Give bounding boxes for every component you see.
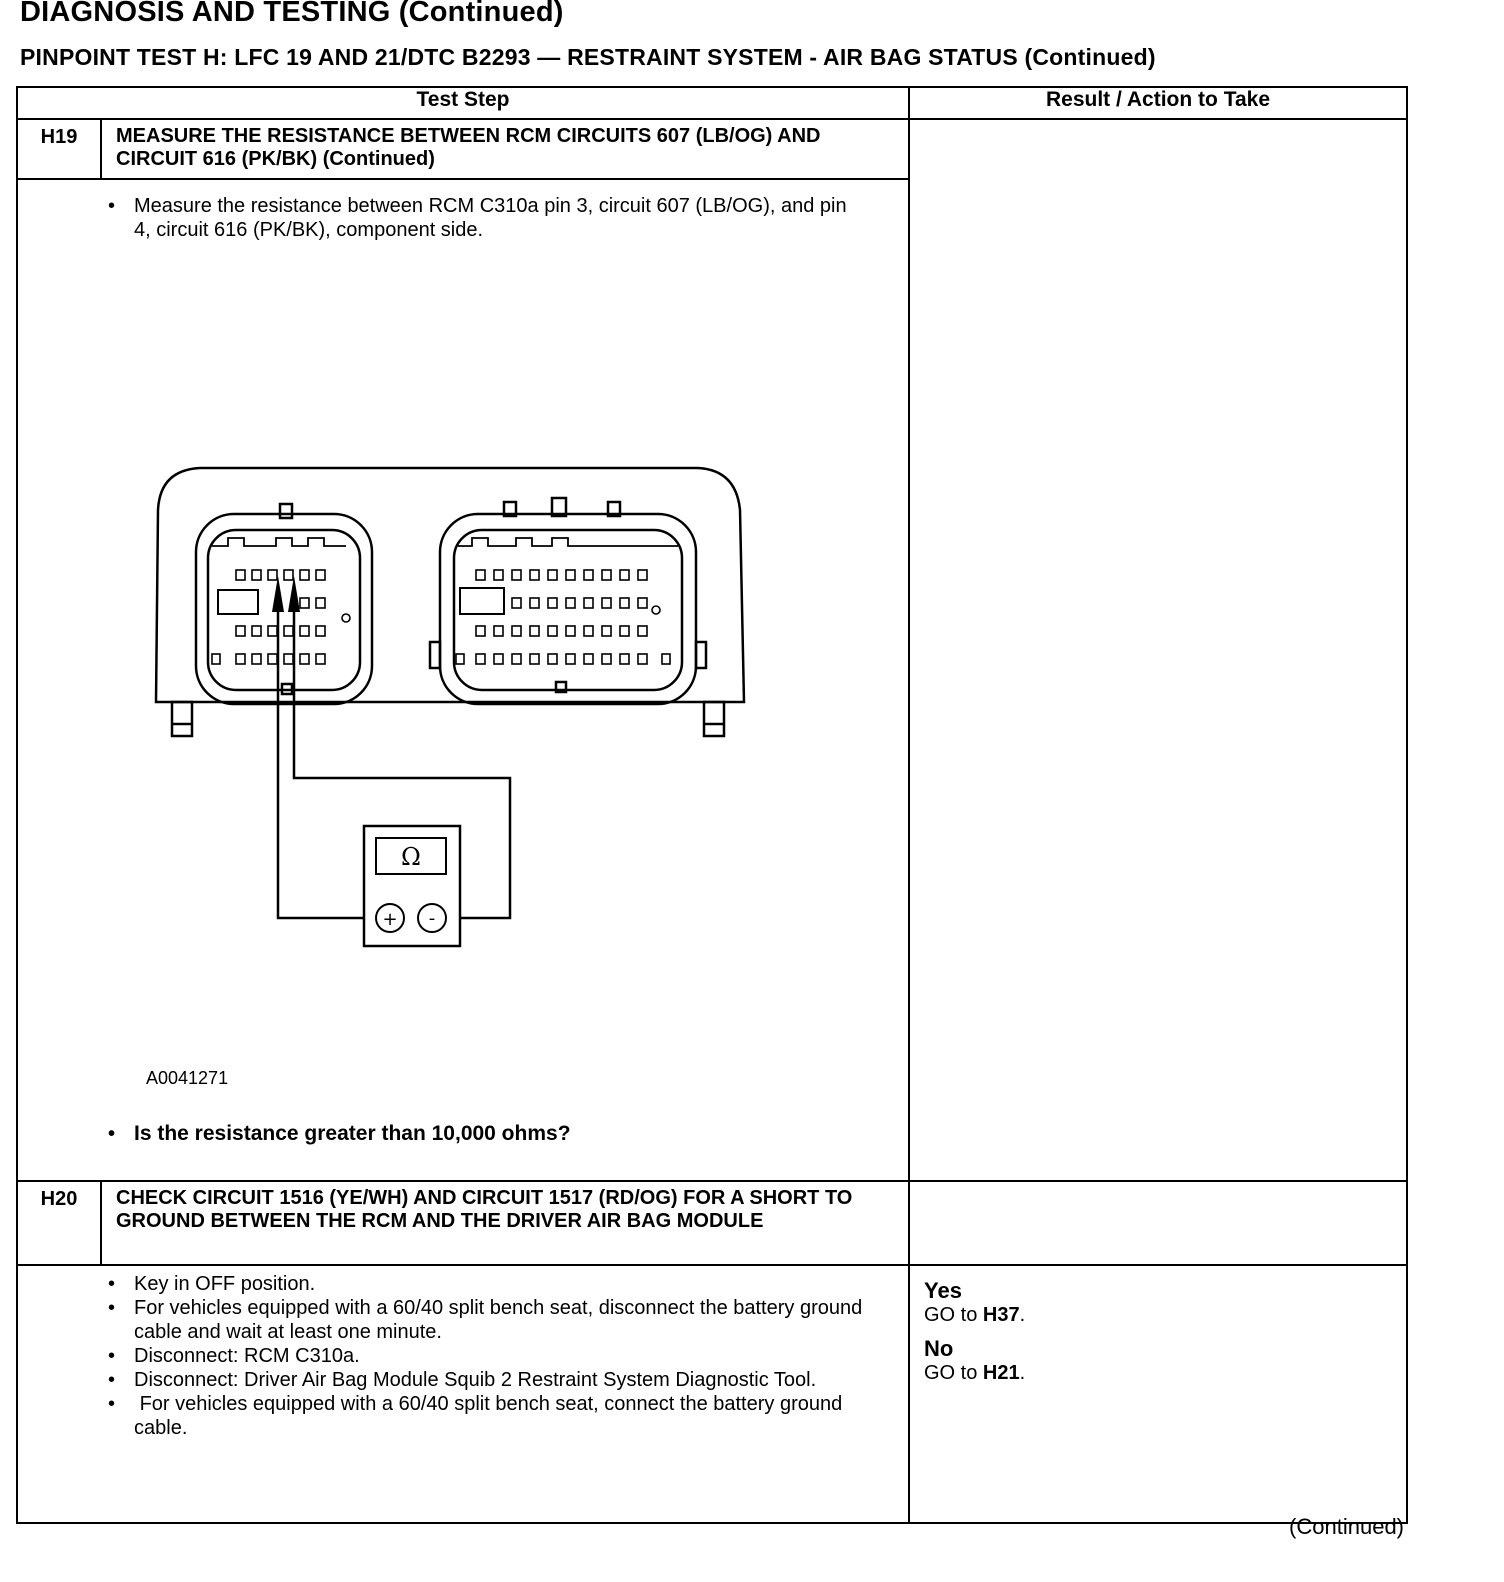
list-item: Measure the resistance between RCM C310a…	[98, 194, 854, 242]
go-to-text: GO to	[924, 1362, 983, 1384]
negative-probe-tip	[288, 576, 300, 612]
list-item: Key in OFF position.	[98, 1272, 868, 1296]
step-h20-heading-result-cell	[908, 1180, 1408, 1266]
connector-c310b-inner	[452, 528, 684, 692]
connector-c310b-outer	[438, 512, 698, 706]
column-header-test-step: Test Step	[16, 86, 910, 120]
step-bullets: Key in OFF position. For vehicles equipp…	[98, 1272, 868, 1440]
table-header-row: Test Step Result / Action to Take	[16, 86, 1408, 120]
section-title: DIAGNOSIS AND TESTING (Continued)	[20, 0, 564, 28]
continued-note: (Continued)	[1289, 1514, 1404, 1539]
step-heading: MEASURE THE RESISTANCE BETWEEN RCM CIRCU…	[100, 118, 910, 180]
result-no-label: No	[924, 1336, 954, 1361]
step-h20-result-cell: Yes GO to H37. No GO to H21.	[908, 1264, 1408, 1524]
period: .	[1019, 1304, 1026, 1326]
c310a-pin-cavities	[211, 569, 351, 665]
ohm-symbol: Ω	[401, 843, 421, 871]
result-no-action: GO to H21.	[924, 1361, 1392, 1386]
column-header-result: Result / Action to Take	[908, 86, 1408, 120]
list-item: For vehicles equipped with a 60/40 split…	[98, 1392, 868, 1440]
step-body: Measure the resistance between RCM C310a…	[16, 178, 910, 1182]
step-h20-body-row: Key in OFF position. For vehicles equipp…	[16, 1264, 1408, 1524]
list-item: Disconnect: Driver Air Bag Module Squib …	[98, 1368, 868, 1392]
go-to-text: GO to	[924, 1304, 983, 1326]
connector-c310a-inner	[206, 528, 362, 692]
step-id: H19	[16, 118, 102, 180]
plus-terminal-label: +	[382, 909, 397, 930]
step-heading: CHECK CIRCUIT 1516 (YE/WH) AND CIRCUIT 1…	[100, 1180, 910, 1266]
rcm-module-housing	[154, 466, 746, 704]
step-question: Is the resistance greater than 10,000 oh…	[98, 1122, 898, 1146]
minus-terminal-label: -	[429, 908, 436, 929]
ohmmeter: Ω + -	[362, 824, 462, 948]
pinpoint-test-table: Test Step Result / Action to Take H19 ME…	[16, 86, 1408, 1524]
rcm-connector-diagram: Ω + -	[154, 466, 746, 948]
step-h19-result-cell	[908, 118, 1408, 1182]
period: .	[1019, 1362, 1026, 1384]
list-item: Disconnect: RCM C310a.	[98, 1344, 868, 1368]
connector-c310a-outer	[194, 512, 374, 706]
c310b-pin-cavities	[455, 569, 671, 665]
pinpoint-test-title: PINPOINT TEST H: LFC 19 AND 21/DTC B2293…	[20, 44, 1156, 70]
mount-foot-right	[702, 700, 726, 738]
step-id: H20	[16, 1180, 102, 1266]
step-question-list: Is the resistance greater than 10,000 oh…	[98, 1122, 898, 1146]
result-yes-label: Yes	[924, 1278, 962, 1303]
result-yes-action: GO to H37.	[924, 1303, 1392, 1328]
meter-test-leads	[276, 608, 512, 920]
figure-id: A0041271	[146, 1068, 229, 1088]
mount-foot-left	[170, 700, 194, 738]
positive-lead	[276, 608, 374, 920]
positive-probe-tip	[272, 576, 284, 612]
step-body: Key in OFF position. For vehicles equipp…	[16, 1264, 910, 1524]
negative-lead	[292, 608, 512, 920]
go-to-h37-link[interactable]: H37	[982, 1304, 1020, 1326]
list-item: For vehicles equipped with a 60/40 split…	[98, 1296, 868, 1344]
step-h19-heading-row: H19 MEASURE THE RESISTANCE BETWEEN RCM C…	[16, 118, 1408, 1182]
go-to-h21-link[interactable]: H21	[982, 1362, 1020, 1384]
step-h20-heading-row: H20 CHECK CIRCUIT 1516 (YE/WH) AND CIRCU…	[16, 1180, 1408, 1266]
rcm-connector-figure: Ω + - A0041271	[100, 242, 898, 1122]
step-bullets: Measure the resistance between RCM C310a…	[98, 194, 898, 242]
step-h19-body-row: Measure the resistance between RCM C310a…	[16, 178, 1407, 1182]
